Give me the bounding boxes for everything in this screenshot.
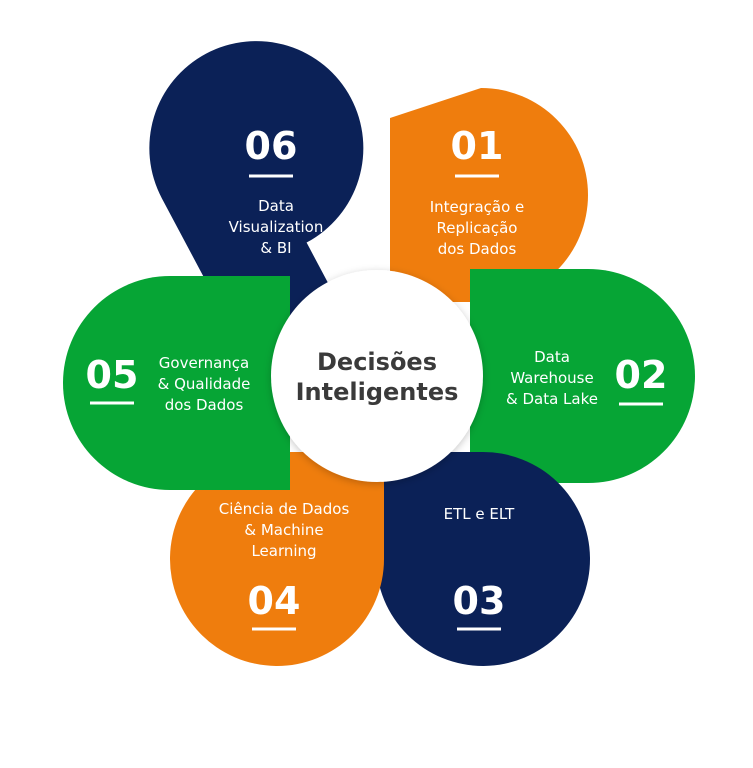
petal-04-shape (170, 451, 384, 666)
center-title-line2: Inteligentes (296, 378, 459, 406)
petal-02 (470, 269, 695, 483)
petal-05-label-line: & Qualidade (158, 375, 251, 393)
petal-03-shape (376, 451, 590, 666)
petal-02-label-line: Warehouse (510, 369, 593, 387)
petal-06-label-line: Data (258, 197, 294, 215)
petal-04-label-line: Learning (251, 542, 316, 560)
petal-06-label-line: & BI (260, 239, 291, 257)
petal-04 (170, 451, 384, 666)
petal-01 (390, 88, 588, 302)
petal-05-label-line: dos Dados (165, 396, 244, 414)
petal-04-label-line: & Machine (244, 521, 323, 539)
petal-06-label-line: Visualization (229, 218, 324, 236)
petal-01-shape (390, 88, 588, 302)
petal-03 (376, 451, 590, 666)
petal-01-number: 01 (451, 124, 504, 168)
petal-05-shape (63, 276, 290, 490)
petal-01-label-line: Integração e (430, 198, 525, 216)
petal-05-number: 05 (86, 353, 139, 397)
petal-02-label-line: & Data Lake (506, 390, 598, 408)
petal-01-label-line: Replicação (437, 219, 518, 237)
petal-05-label-line: Governança (159, 354, 249, 372)
petal-06-number: 06 (245, 124, 298, 168)
petal-02-number: 02 (615, 353, 668, 397)
petal-06 (149, 41, 364, 375)
petal-04-label-line: Ciência de Dados (219, 500, 350, 518)
petal-06-shape (149, 41, 364, 375)
petal-02-label-line: Data (534, 348, 570, 366)
petal-02-shape (470, 269, 695, 483)
petal-04-number: 04 (248, 579, 301, 623)
petal-05 (63, 276, 290, 490)
petal-01-label-line: dos Dados (438, 240, 517, 258)
center-circle (271, 270, 483, 482)
petal-03-number: 03 (453, 579, 506, 623)
petal-03-label-line: ETL e ELT (444, 505, 516, 523)
center-title-line1: Decisões (317, 348, 437, 376)
